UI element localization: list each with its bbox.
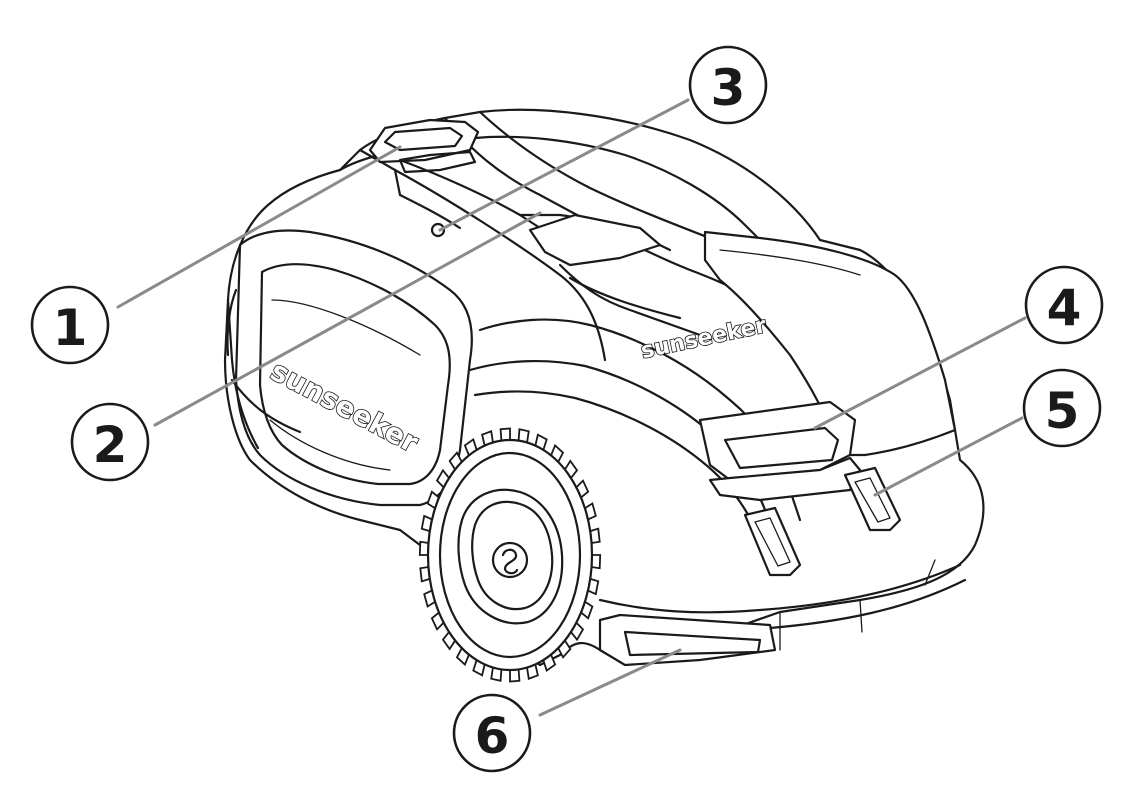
callout-number: 4 <box>1047 279 1082 337</box>
callout-number: 5 <box>1045 382 1080 440</box>
callout-6: 6 <box>452 693 532 773</box>
leader-line-1 <box>116 145 402 309</box>
leader-line-2 <box>153 211 542 427</box>
callout-4: 4 <box>1024 265 1104 345</box>
rear-wheel <box>418 427 602 683</box>
tread-lug <box>509 668 521 683</box>
callout-1: 1 <box>30 285 110 365</box>
leader-line-4 <box>813 316 1027 430</box>
callout-number: 2 <box>93 416 128 474</box>
leader-lines <box>116 98 1027 717</box>
callout-number: 3 <box>711 59 746 117</box>
leader-line-5 <box>873 416 1024 497</box>
mower-body <box>223 108 985 667</box>
leader-line-3 <box>438 98 690 232</box>
tread-lug <box>499 427 511 442</box>
callout-5: 5 <box>1022 368 1102 448</box>
callout-number: 6 <box>475 707 510 765</box>
leader-line-6 <box>538 648 682 717</box>
callouts: 1 2 3 4 5 6 <box>30 45 1104 773</box>
callout-2: 2 <box>70 402 150 482</box>
callout-3: 3 <box>688 45 768 125</box>
callout-number: 1 <box>53 299 88 357</box>
wheel-tread <box>418 427 602 683</box>
